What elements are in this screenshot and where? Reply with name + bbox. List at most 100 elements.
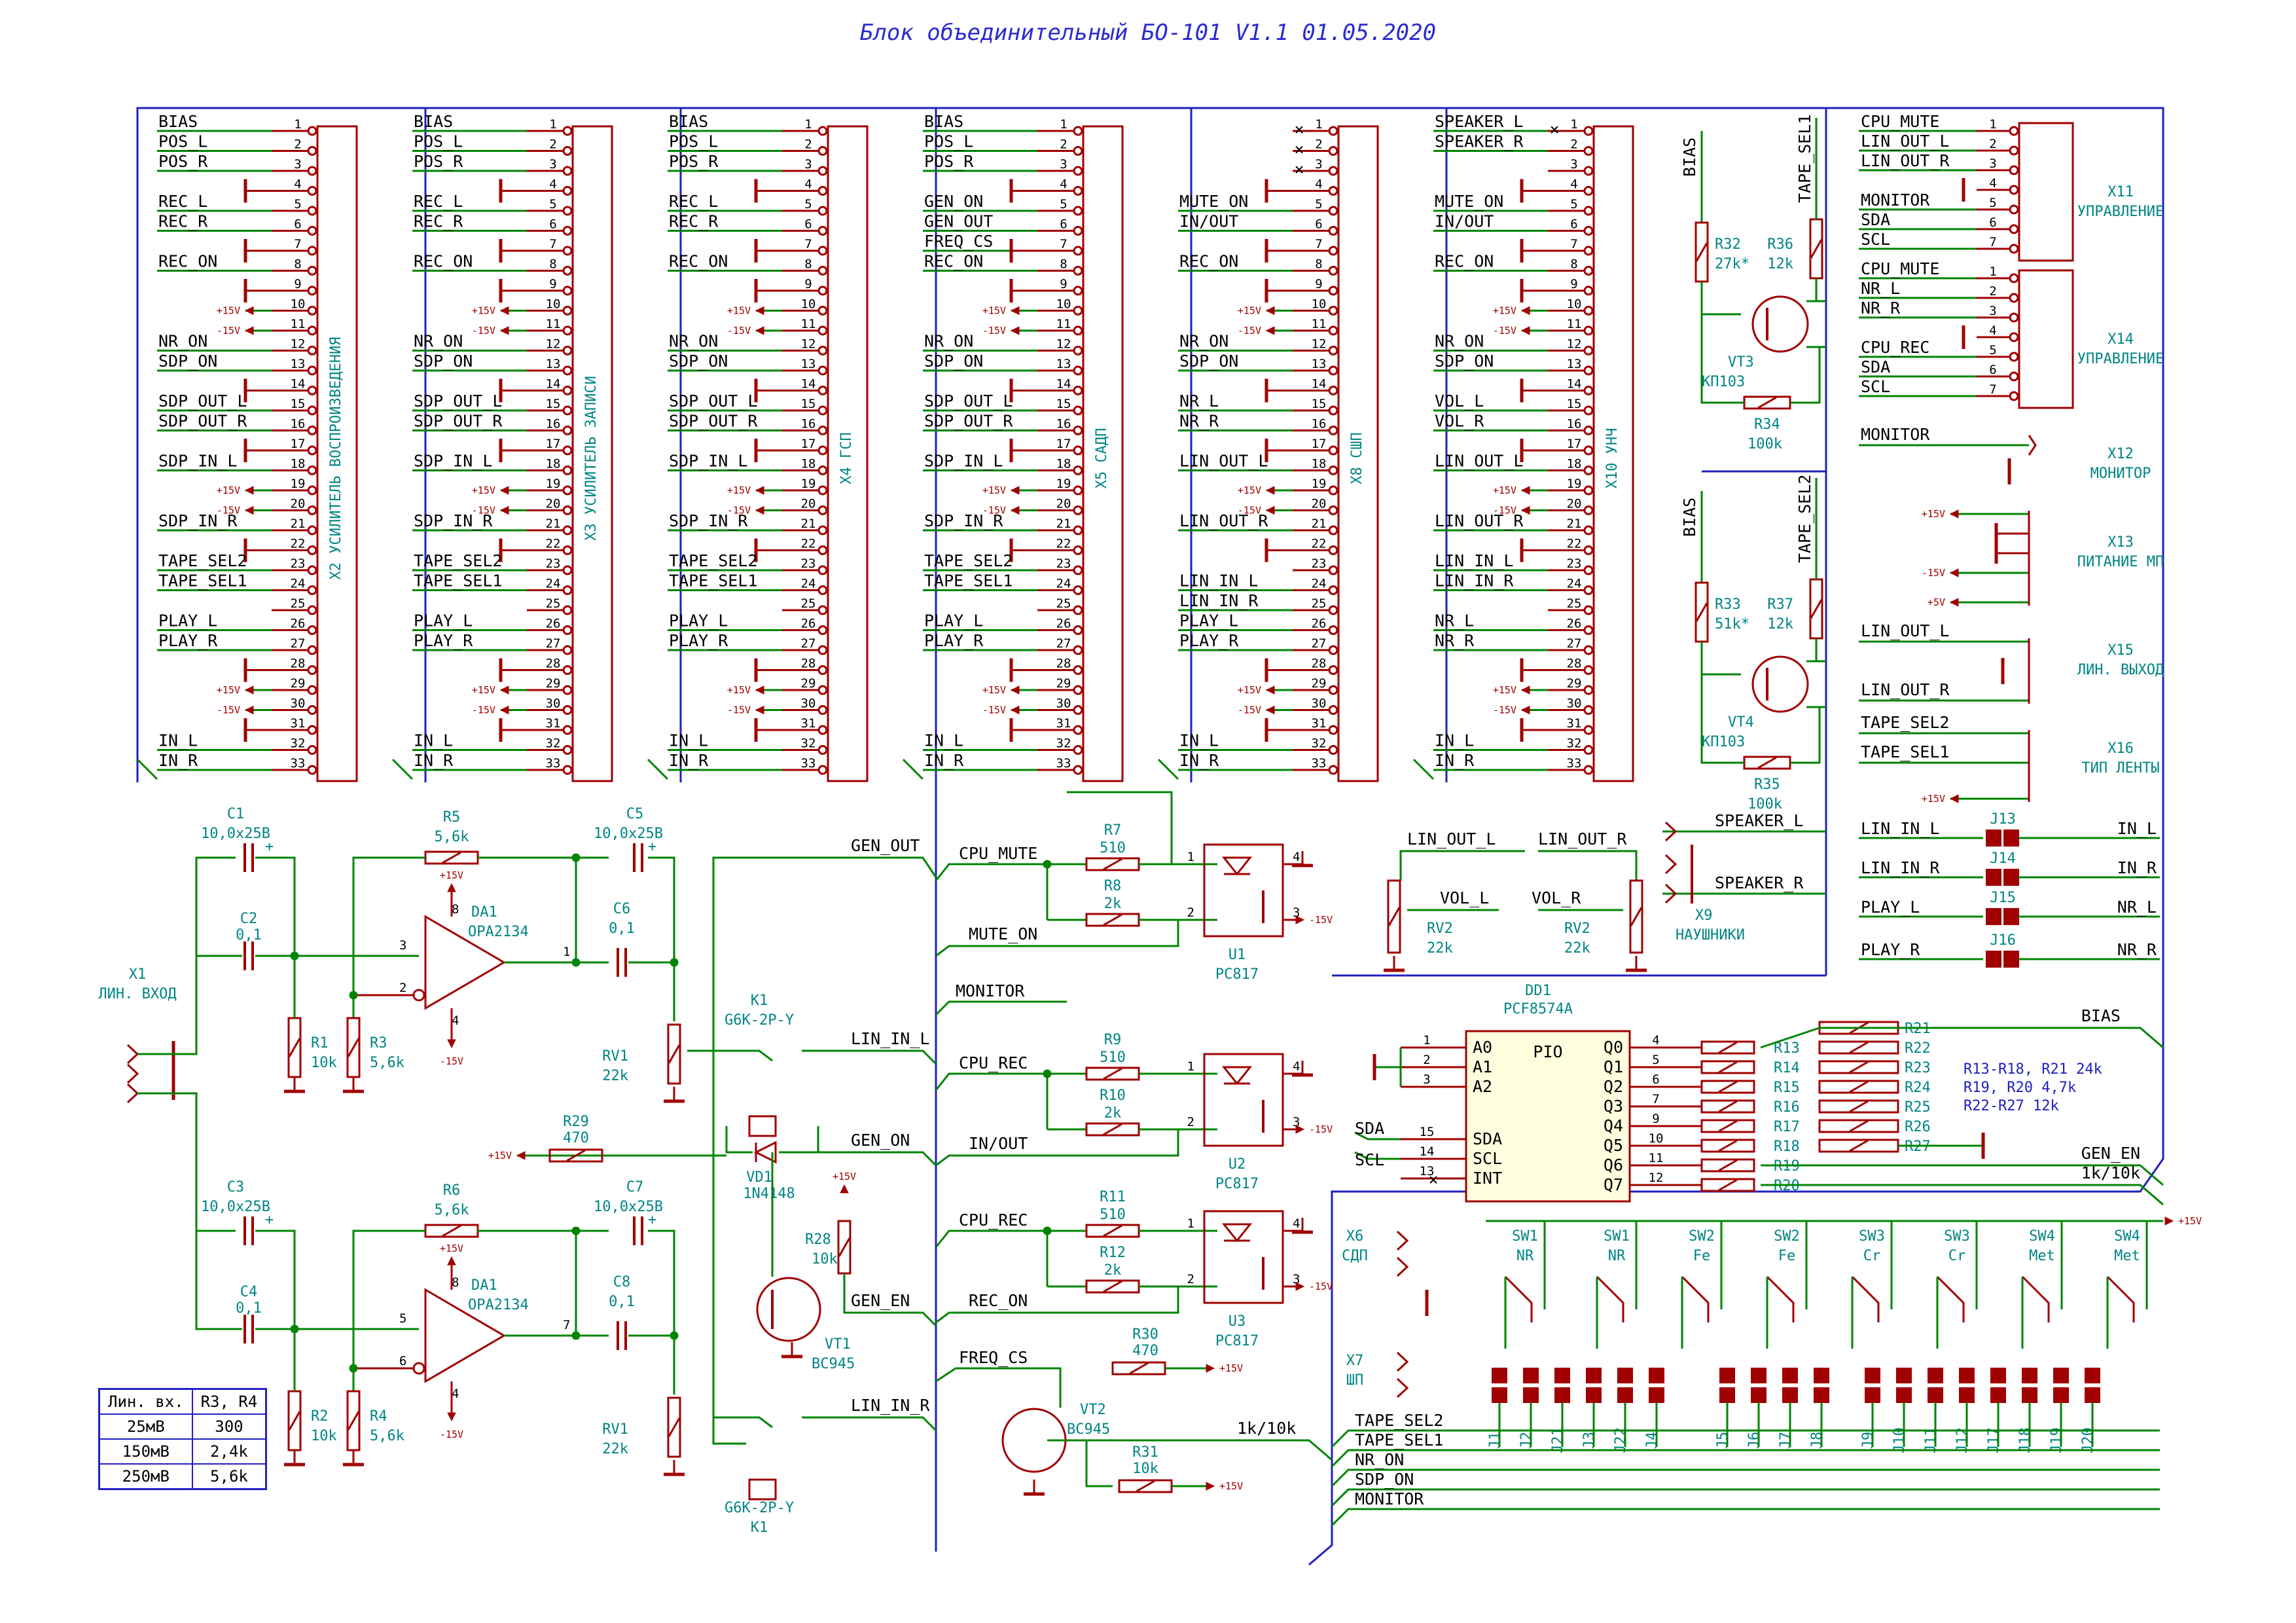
resistor-ref: R29	[563, 1114, 589, 1130]
signal-label: LIN_OUT_R	[1435, 511, 1524, 530]
pin-number: 25	[1312, 596, 1327, 611]
signal-label: REC_ON	[158, 252, 217, 271]
resistor-ref: R30	[1132, 1326, 1158, 1343]
chip-ref: DD1	[1525, 983, 1551, 999]
pin	[1583, 306, 1594, 316]
pin-number: 18	[291, 457, 306, 471]
table-cell: 5,6k	[191, 1463, 267, 1490]
connector-name: УПРАВЛЕНИЕ	[2077, 351, 2164, 367]
wire	[779, 1126, 819, 1154]
pin-number: 18	[546, 457, 561, 471]
pin	[1073, 166, 1083, 176]
transistor-ref: VT2	[1080, 1402, 1106, 1418]
jack-icon	[1396, 1230, 1409, 1251]
power-arrow-icon	[755, 326, 764, 335]
signal-label: IN_R	[924, 751, 964, 770]
pin	[1583, 545, 1594, 555]
connector-label: X4 ГСП	[838, 432, 855, 484]
junction-dot	[1043, 1226, 1052, 1235]
resistor-slash	[1103, 1224, 1122, 1237]
signal-label: IN_R	[669, 751, 709, 770]
pin-number: 9	[804, 277, 812, 291]
no-connect-icon: ×	[1294, 120, 1304, 139]
pin	[817, 405, 828, 416]
transistor-value: BC945	[1067, 1421, 1110, 1438]
pin	[1328, 206, 1338, 216]
pin-number: 1	[563, 945, 570, 959]
signal-label: NR_L	[1861, 279, 1900, 298]
pin-number: 21	[1312, 517, 1327, 531]
opto-ref: U1	[1229, 947, 1246, 963]
resistor-value: 12k	[1767, 256, 1793, 272]
pin	[1073, 226, 1083, 236]
pin-number: 4	[1989, 176, 1996, 191]
pin	[1583, 266, 1594, 276]
switch-icon	[1936, 1275, 1965, 1322]
pin-number: 4	[1293, 850, 1300, 864]
bus-entry	[136, 758, 158, 780]
pin-number: 5	[1989, 343, 1996, 357]
transistor-ref: VT4	[1728, 714, 1754, 731]
pin-number: 6	[1989, 363, 1996, 377]
power-arrow-icon	[1265, 685, 1275, 695]
pin	[307, 525, 317, 536]
signal-label: POS_R	[158, 152, 208, 171]
signal-label: LIN_IN_L	[851, 1029, 929, 1048]
pin-number: 25	[291, 596, 306, 611]
resistor-slash	[1849, 1080, 1869, 1093]
resistor-value: 5,6k	[370, 1428, 404, 1444]
resistor-slash	[1849, 1061, 1869, 1074]
power-arrow-icon	[499, 685, 509, 695]
jumper-ref: J5	[1715, 1432, 1731, 1450]
tape-sel-label: TAPE_SEL1	[1795, 115, 1814, 203]
power-label: +15V	[727, 305, 751, 317]
pin	[1328, 226, 1338, 236]
chip-body	[1465, 1030, 1631, 1203]
wire	[725, 1126, 753, 1154]
cap-ref: C5	[626, 806, 644, 822]
potentiometer	[667, 1396, 681, 1458]
wire	[713, 1416, 773, 1429]
signal-label: SDP_IN_R	[924, 511, 1003, 530]
connector-label: X5 САДП	[1094, 428, 1110, 489]
resistor	[1818, 1080, 1899, 1094]
pin	[307, 166, 317, 176]
jumper-ref: J2	[1518, 1432, 1535, 1450]
resistor-value: 2k	[1104, 1105, 1122, 1122]
pin	[1328, 525, 1338, 536]
transistor-value: КП103	[1702, 374, 1745, 390]
pin-number: 1	[549, 117, 556, 132]
cap-ref: C8	[613, 1274, 631, 1290]
signal-label: IN_L	[1179, 731, 1219, 750]
connector-body	[1082, 125, 1124, 782]
power-label: -15V	[440, 1429, 463, 1440]
jumper-pad	[1959, 1387, 1975, 1403]
resistor-slash	[1129, 1362, 1149, 1375]
pin-number: 24	[1567, 577, 1582, 591]
pin	[1583, 705, 1594, 715]
jumper-ref: J9	[1860, 1432, 1876, 1450]
power-label: +15V	[833, 1171, 856, 1182]
jumper-pad	[1928, 1387, 1943, 1403]
pin	[307, 126, 317, 136]
polarity: +	[265, 1212, 274, 1228]
signal-label: SDP_IN_R	[158, 511, 238, 530]
switch-ref: SW1	[1512, 1228, 1538, 1245]
opto-ref: U3	[1229, 1313, 1246, 1330]
resistor-ref: R36	[1767, 236, 1793, 253]
pin-number: 20	[801, 497, 816, 511]
pin	[817, 166, 828, 176]
signal-label: FREQ_CS	[959, 1348, 1028, 1367]
signal-label: IN_L	[924, 731, 963, 750]
pin-number: 33	[546, 756, 561, 771]
pin-number: 2	[1060, 137, 1067, 152]
cap-value: 10,0x25В	[201, 826, 270, 842]
jumper-pad	[1523, 1387, 1539, 1403]
r3-r4-table: Лин. вх. R3, R4 25мВ 300 150мВ 2,4k 250м…	[98, 1388, 268, 1490]
signal-label: SPEAKER_R	[1435, 132, 1524, 151]
resistor-slash	[442, 1224, 461, 1237]
pin	[1583, 725, 1594, 735]
pin	[1328, 705, 1338, 715]
power-arrow-icon	[1949, 568, 1959, 577]
